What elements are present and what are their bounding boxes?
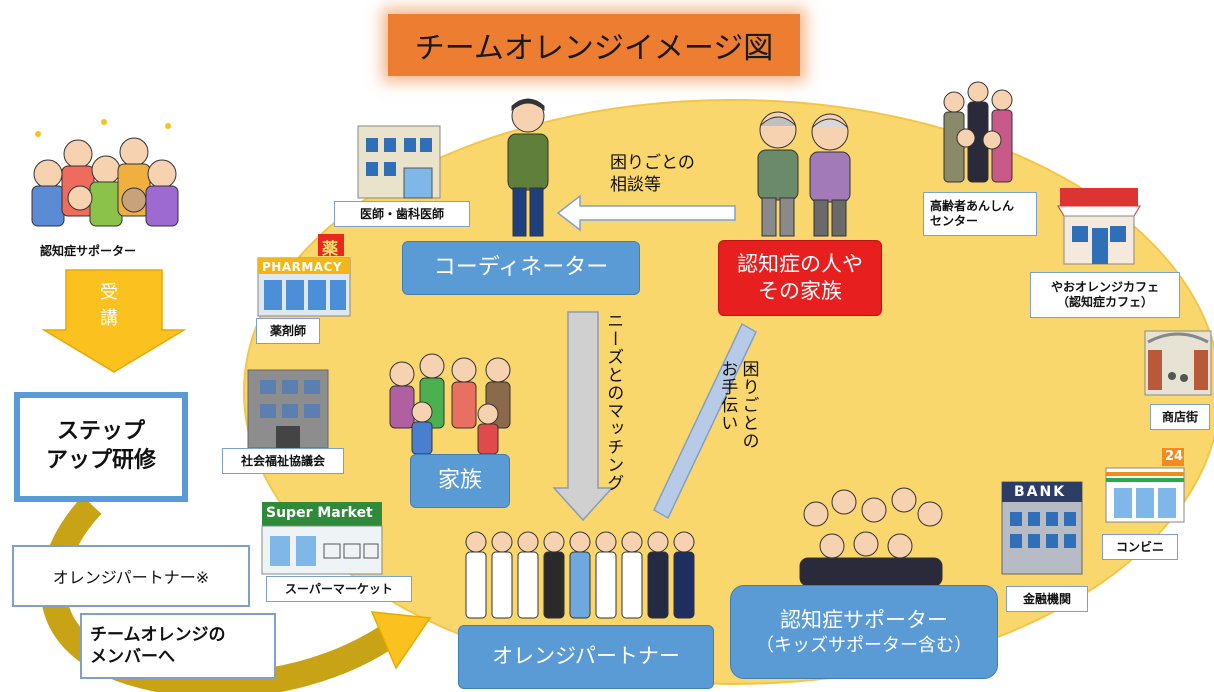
- dementia-supporter-sub-label: （キッズサポーター含む）: [756, 634, 972, 656]
- doctors-label: 医師・歯科医師: [334, 201, 470, 227]
- pharmacy-building-icon: 薬 PHARMACY: [256, 234, 352, 322]
- supporters-label: 認知症サポーター: [40, 244, 137, 258]
- team-member-label: チームオレンジの メンバーへ: [90, 624, 226, 667]
- orange-partners-illustration: [462, 528, 706, 628]
- clinic-building-icon: [356, 124, 442, 204]
- step-up-training-box: ステップ アップ研修: [14, 392, 188, 502]
- matching-label: ニーズとのマッチング: [603, 312, 624, 492]
- orange-partner-note-label: オレンジパートナー※: [52, 568, 210, 587]
- course-down-arrow: [41, 269, 187, 373]
- convenience-store-icon: 24: [1104, 448, 1186, 528]
- bank-building-icon: BANK: [1000, 480, 1084, 580]
- orange-cafe-text: やおオレンジカフェ （認知症カフェ）: [1050, 280, 1159, 309]
- person-and-family-box: 認知症の人や その家族: [718, 240, 882, 316]
- orange-partner-note-box: オレンジパートナー※: [12, 545, 250, 607]
- team-member-box: チームオレンジの メンバーへ: [80, 613, 276, 679]
- family-illustration: [380, 350, 526, 464]
- consultation-arrow: [556, 194, 736, 232]
- orange-cafe-label: やおオレンジカフェ （認知症カフェ）: [1030, 272, 1180, 318]
- supermarket-sign: Super Market: [266, 505, 373, 521]
- elderly-center-staff-illustration: [940, 80, 1022, 192]
- supporters-crowd-illustration: [18, 104, 188, 238]
- course-arrow-label: 受 講: [100, 282, 118, 330]
- help-arrow: [653, 322, 757, 520]
- convenience-store-label: コンビニ: [1102, 534, 1178, 560]
- coordinator-figure-illustration: [498, 96, 558, 246]
- orange-cafe-building-icon: [1056, 186, 1142, 270]
- financial-label: 金融機関: [1006, 586, 1088, 612]
- member-curve-arrowhead: [370, 611, 432, 670]
- person-and-family-label: 認知症の人や その家族: [737, 251, 863, 303]
- dementia-supporters-crowd-illustration: [796, 484, 946, 592]
- supermarket-building-icon: Super Market: [260, 500, 384, 582]
- consultation-label: 困りごとの 相談等: [610, 153, 695, 196]
- pharmacist-label: 薬剤師: [256, 318, 320, 344]
- elderly-couple-illustration: [748, 108, 860, 244]
- elderly-center-text: 高齢者あんしん センター: [930, 199, 1015, 228]
- step-up-training-label: ステップ アップ研修: [45, 419, 156, 473]
- shopping-street-label: 商店街: [1150, 404, 1210, 430]
- social-welfare-label: 社会福祉協議会: [222, 448, 344, 474]
- orange-partner-box: オレンジパートナー: [458, 625, 714, 689]
- shopping-street-icon: [1144, 330, 1212, 400]
- pharmacy-sign: PHARMACY: [262, 260, 343, 274]
- family-box: 家族: [410, 454, 510, 508]
- matching-arrow: [552, 311, 614, 522]
- social-welfare-building-icon: [246, 368, 330, 454]
- coordinator-box: コーディネーター: [402, 241, 640, 295]
- convenience-store-sign: 24: [1165, 449, 1184, 464]
- elderly-center-label: 高齢者あんしん センター: [923, 192, 1037, 236]
- bank-sign: BANK: [1014, 484, 1067, 500]
- supermarket-label: スーパーマーケット: [266, 576, 412, 602]
- dementia-supporter-label: 認知症サポーター: [780, 607, 948, 632]
- help-label: 困りごとの お手伝い: [717, 360, 759, 450]
- page-title: チームオレンジイメージ図: [388, 14, 800, 76]
- dementia-supporter-box: 認知症サポーター （キッズサポーター含む）: [730, 585, 998, 679]
- pharmacy-kanji-sign: 薬: [322, 239, 339, 258]
